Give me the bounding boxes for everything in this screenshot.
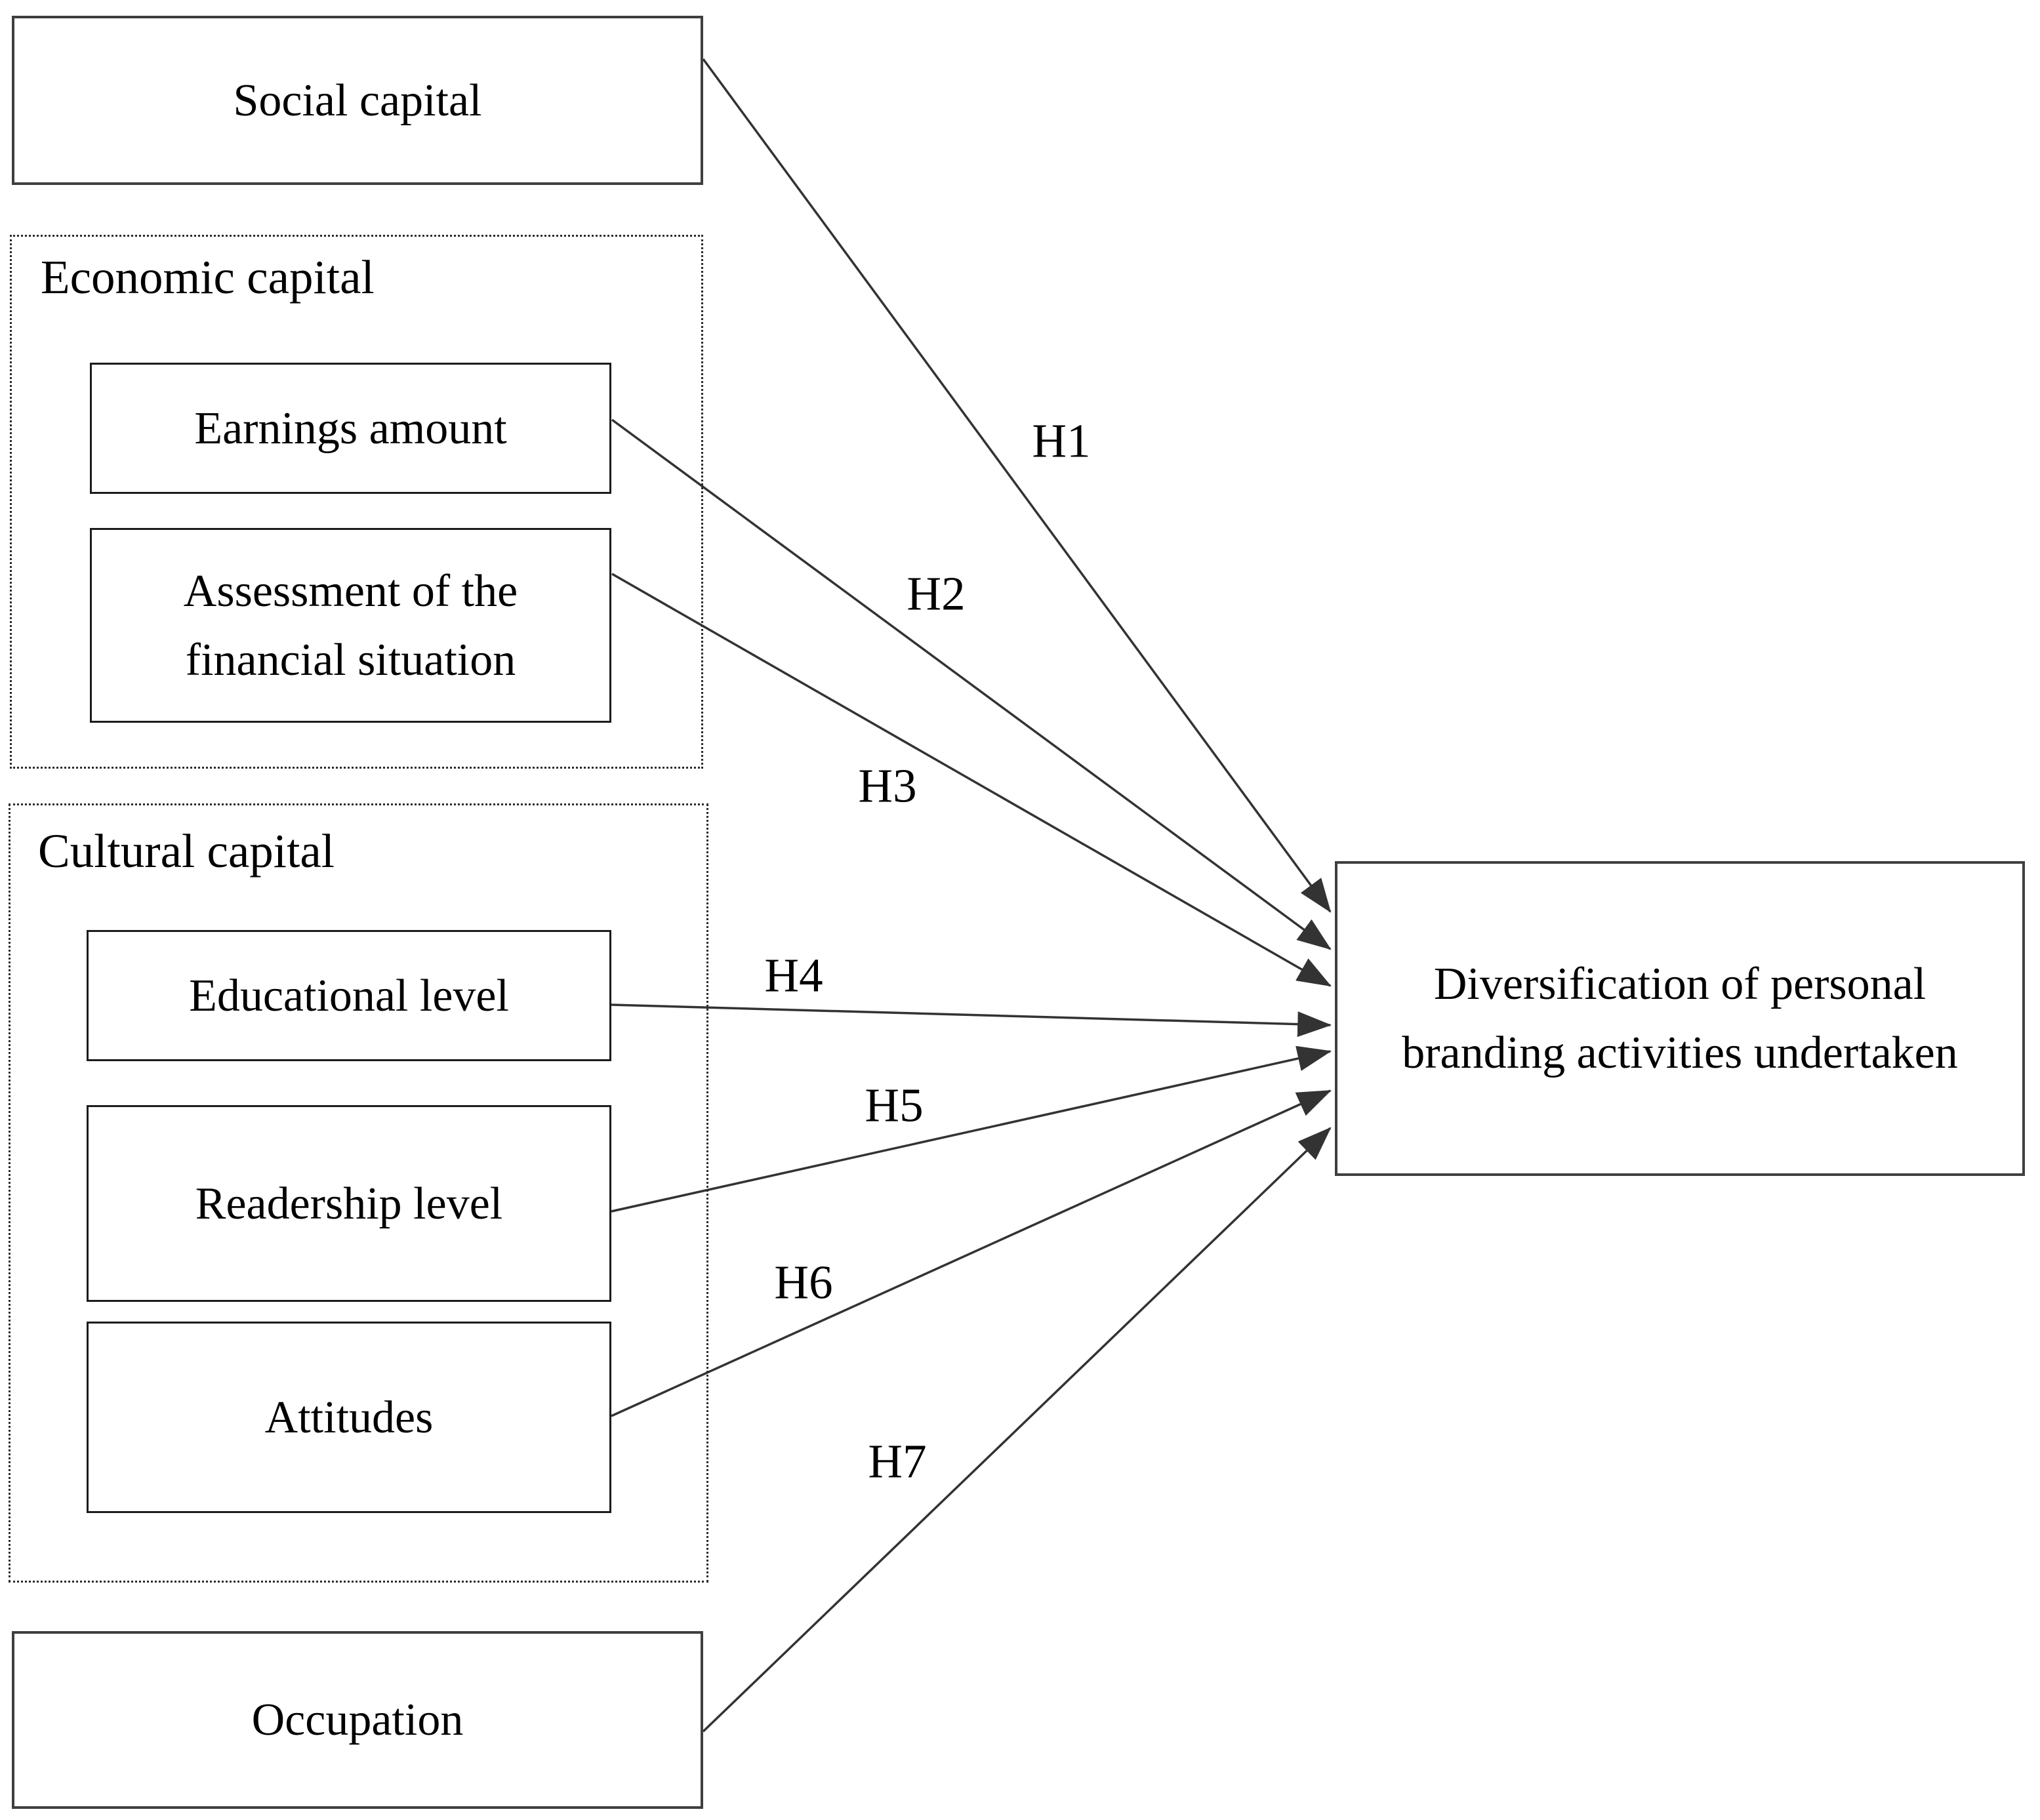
node-assessment-financial-situation: Assessment of the financial situation (90, 528, 611, 723)
node-occupation: Occupation (12, 1631, 703, 1809)
node-earnings-amount-label: Earnings amount (194, 403, 507, 454)
hypothesis-label-h4: H4 (764, 948, 823, 1002)
node-readership-level-label: Readership level (195, 1178, 503, 1229)
node-educational-level-label: Educational level (189, 970, 509, 1021)
node-social-capital-label: Social capital (233, 75, 482, 126)
arrow-h7 (702, 1127, 1332, 1733)
node-assessment-financial-situation-label: Assessment of the financial situation (183, 565, 518, 685)
node-social-capital: Social capital (12, 16, 703, 185)
hypothesis-label-h6: H6 (774, 1255, 833, 1309)
hypothesis-label-h1: H1 (1032, 414, 1091, 468)
node-attitudes: Attitudes (87, 1322, 611, 1513)
hypothesis-label-h2: H2 (907, 567, 966, 620)
node-attitudes-label: Attitudes (264, 1392, 434, 1443)
arrow-h6 (611, 1089, 1332, 1417)
arrow-h2 (611, 418, 1332, 950)
node-outcome-diversification: Diversification of personal branding act… (1335, 861, 2025, 1176)
arrow-h5 (611, 1045, 1332, 1213)
group-cultural-capital (9, 803, 708, 1583)
node-earnings-amount: Earnings amount (90, 363, 611, 494)
node-occupation-label: Occupation (251, 1695, 464, 1745)
group-economic-capital (10, 235, 703, 769)
group-cultural-capital-label: Cultural capital (38, 824, 335, 878)
group-economic-capital-label: Economic capital (41, 251, 375, 304)
node-readership-level: Readership level (87, 1105, 611, 1302)
hypothesis-label-h5: H5 (865, 1078, 924, 1132)
node-outcome-diversification-label: Diversification of personal branding act… (1402, 959, 1958, 1078)
arrow-h1 (702, 58, 1332, 913)
arrow-h4 (611, 1003, 1332, 1038)
hypothesis-label-h7: H7 (868, 1434, 927, 1488)
hypothesis-label-h3: H3 (858, 759, 917, 813)
arrow-h3 (611, 573, 1332, 987)
node-educational-level: Educational level (87, 930, 611, 1061)
